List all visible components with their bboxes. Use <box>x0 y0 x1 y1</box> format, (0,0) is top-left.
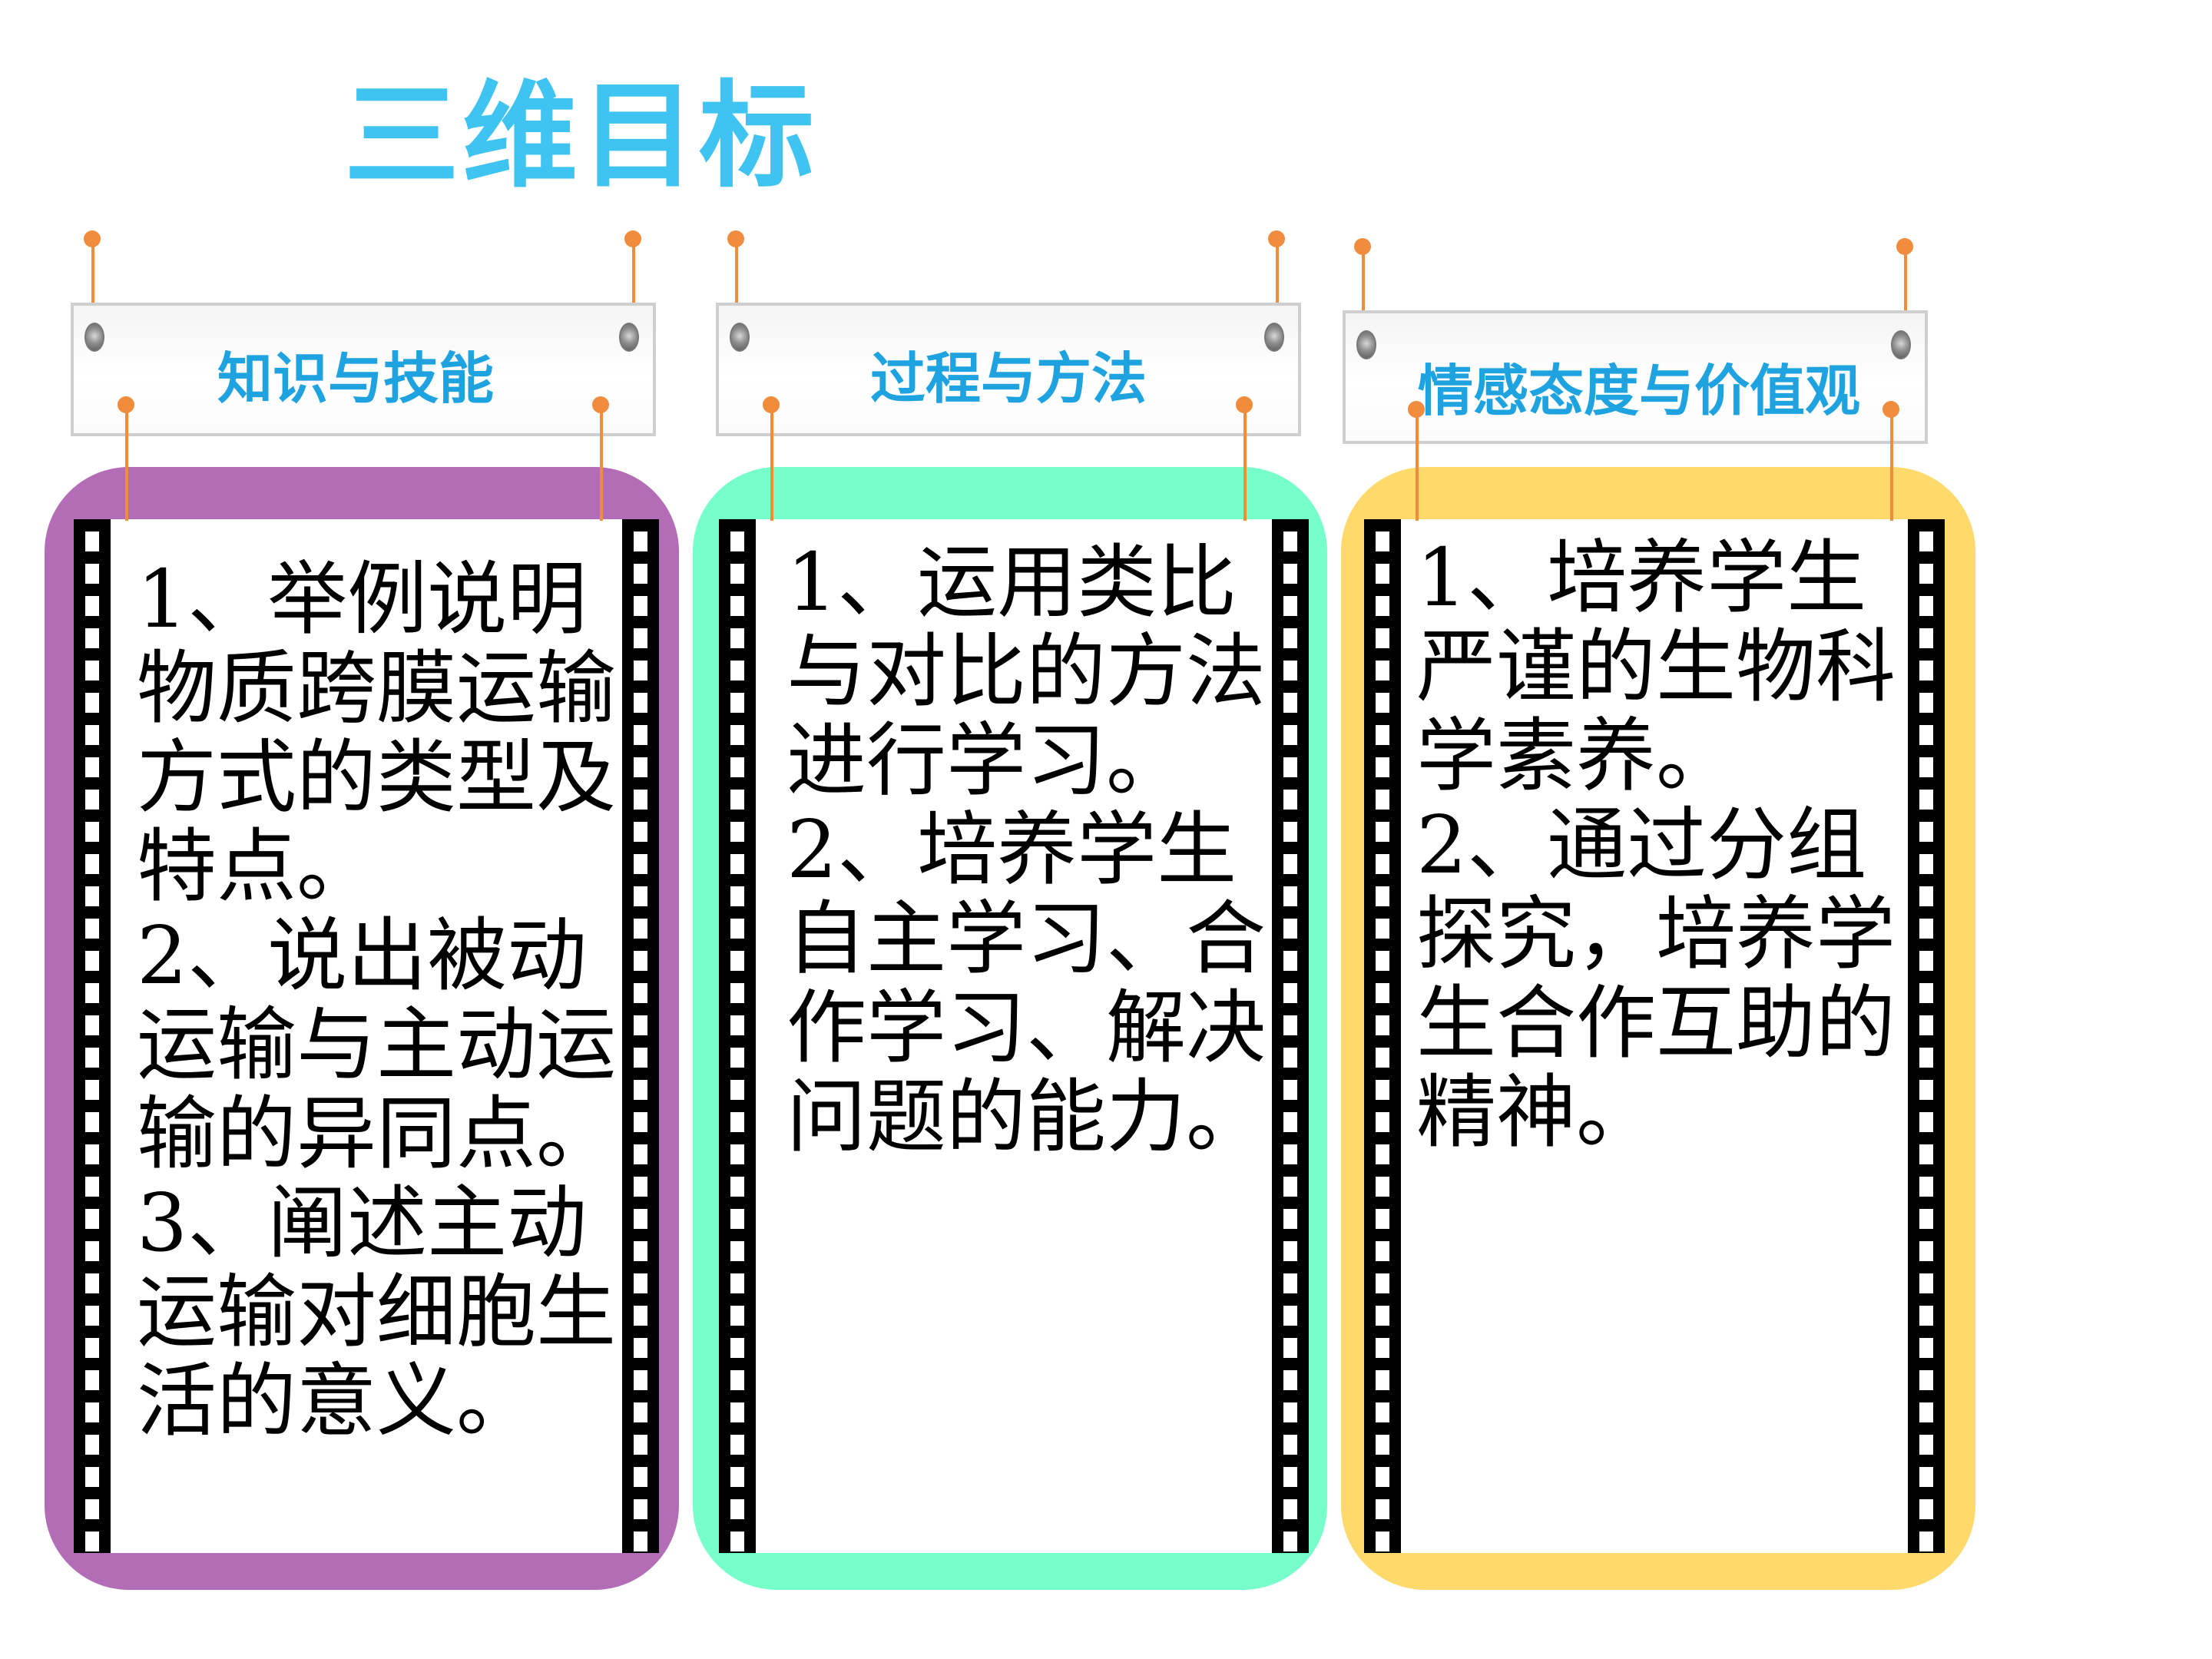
filmstrip-left <box>74 519 111 1553</box>
hook-knob <box>592 396 609 413</box>
label-board: 过程与方法 <box>716 303 1301 436</box>
objective-text: 1、举例说明 物质跨膜运输 方式的类型及 特点。 2、说出被动 运输与主动运 输… <box>137 552 617 1448</box>
category-label: 情感态度与价值观 <box>1417 359 1860 423</box>
label-board: 知识与技能 <box>71 303 656 436</box>
filmstrip-right <box>1272 519 1309 1553</box>
hook-knob <box>1408 401 1425 418</box>
hook-knob <box>1236 396 1253 413</box>
text-panel <box>111 519 622 1553</box>
filmstrip-right <box>622 519 659 1553</box>
objective-text: 1、培养学生 严谨的生物科 学素养。 2、通过分组 探究，培养学 生合作互助的 … <box>1416 531 1896 1159</box>
filmstrip-left <box>1364 519 1401 1553</box>
text-panel <box>1401 519 1908 1553</box>
hook-knob <box>624 230 641 247</box>
hook-knob <box>1268 230 1285 247</box>
category-label: 过程与方法 <box>869 346 1147 411</box>
hook-knob <box>763 396 780 413</box>
filmstrip-left <box>719 519 756 1553</box>
filmstrip-right <box>1908 519 1945 1553</box>
hook-knob <box>1896 238 1913 255</box>
hook-knob <box>1883 401 1899 418</box>
text-panel <box>756 519 1272 1553</box>
hook-knob <box>727 230 744 247</box>
objective-text: 1、运用类比 与对比的方法 进行学习。 2、培养学生 自主学习、合 作学习、解决… <box>786 535 1267 1164</box>
label-board: 情感态度与价值观 <box>1343 310 1928 444</box>
hook-knob <box>1354 238 1371 255</box>
hook-knob <box>84 230 101 247</box>
hook-knob <box>118 396 134 413</box>
page-title: 三维目标 <box>344 70 818 204</box>
category-label: 知识与技能 <box>217 346 494 411</box>
